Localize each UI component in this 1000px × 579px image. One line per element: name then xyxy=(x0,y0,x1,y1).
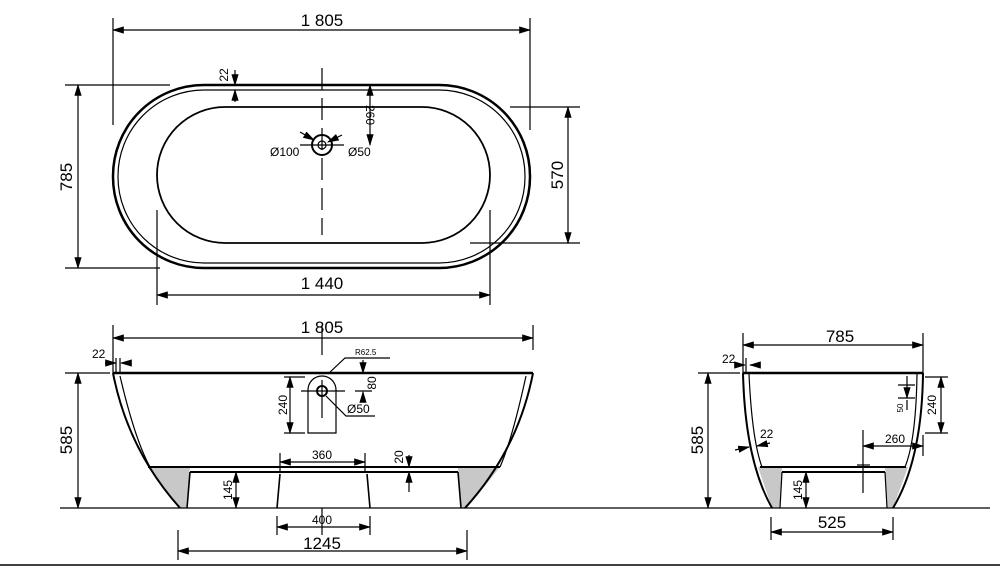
dim-center-foot-base: 400 xyxy=(312,513,332,527)
dim-side-length: 1 805 xyxy=(301,318,344,337)
dim-drain-inner: Ø50 xyxy=(348,145,371,159)
dim-end-width: 785 xyxy=(826,327,854,346)
dim-inner-length: 1 440 xyxy=(301,274,344,293)
dim-inner-width: 570 xyxy=(548,161,567,189)
dim-base-length: 1245 xyxy=(303,534,341,553)
side-view: 1 805 22 585 R62.5 80 Ø50 240 360 20 145 xyxy=(57,318,535,560)
dim-side-foot-height: 145 xyxy=(221,480,235,500)
dim-side-height: 585 xyxy=(57,426,76,454)
dim-end-drain-offset: 260 xyxy=(885,432,905,446)
dim-end-height: 585 xyxy=(688,426,707,454)
dim-overflow-height: 240 xyxy=(276,395,290,415)
dim-end-overflow: 50 xyxy=(896,403,905,412)
dim-top-length: 1 805 xyxy=(301,11,344,30)
dim-end-foot-height: 145 xyxy=(791,480,805,500)
dim-top-rim: 22 xyxy=(217,68,231,82)
dim-top-width: 785 xyxy=(57,163,76,191)
dim-end-wall: 22 xyxy=(760,427,774,441)
end-view: 785 22 22 585 50 240 260 145 525 xyxy=(688,327,948,540)
overflow xyxy=(307,375,337,434)
top-view: 1 805 785 570 1 440 22 260 Ø100 Ø50 xyxy=(57,11,580,305)
dim-end-rim: 22 xyxy=(722,352,736,366)
dim-overflow-offset: 80 xyxy=(365,376,379,390)
inner-basin xyxy=(156,106,491,244)
dim-drain-outer: Ø100 xyxy=(270,145,300,159)
foot-right xyxy=(458,467,500,508)
foot-left xyxy=(148,467,190,508)
dim-overflow-dia: Ø50 xyxy=(347,402,370,416)
dim-overflow-radius: R62.5 xyxy=(355,348,377,357)
dim-drain-offset: 260 xyxy=(363,105,377,125)
dim-bottom-thickness: 20 xyxy=(392,450,406,464)
dim-center-foot: 360 xyxy=(312,448,332,462)
dim-side-rim: 22 xyxy=(92,347,106,361)
dim-end-base-width: 525 xyxy=(818,513,846,532)
dim-end-overflow-height: 240 xyxy=(925,395,939,415)
